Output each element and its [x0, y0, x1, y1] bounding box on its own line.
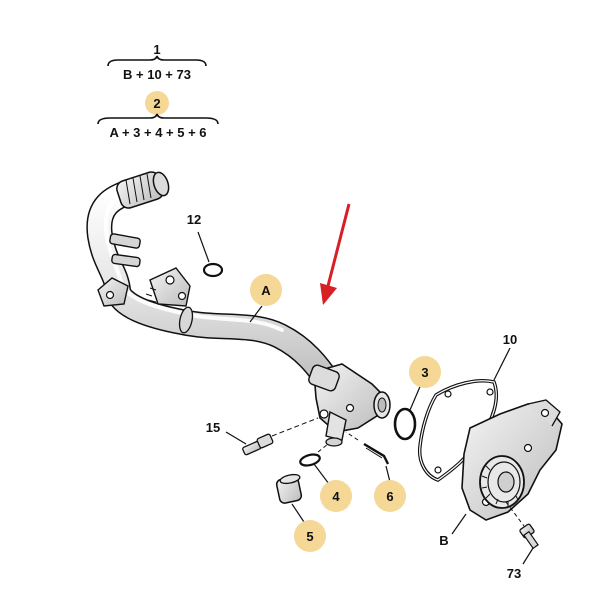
svg-text:6: 6: [386, 489, 393, 504]
red-direction-arrow: [320, 203, 351, 305]
hose-clamp-upper: [109, 233, 141, 249]
svg-text:5: 5: [306, 529, 313, 544]
hose-clamp-lower: [111, 253, 141, 268]
coolant-pipe-assembly: [86, 171, 391, 447]
callout-73: 73: [507, 566, 521, 581]
part-12-clip-ring: [197, 231, 224, 278]
callout-12: 12: [187, 212, 201, 227]
callout-5: 5: [294, 520, 326, 552]
part-73-pump-bolt: [505, 501, 539, 565]
part-10-pump-gasket: [417, 347, 511, 482]
water-pump-body: [451, 399, 563, 535]
pipe-mounting-bracket-upper: [145, 267, 191, 307]
part-5-plug: [275, 473, 305, 523]
legend-group-2-brace: [97, 113, 219, 125]
pump-pulley: [479, 455, 525, 509]
callout-A: A: [249, 274, 282, 323]
pipe-mounting-bracket-left: [97, 277, 129, 307]
legend-group-1-brace: [107, 55, 207, 67]
part-4-seal-ring: [299, 443, 333, 489]
svg-text:3: 3: [421, 365, 428, 380]
part-15-stud-bolt: [225, 417, 319, 456]
legend-group-1-number: 1: [153, 42, 160, 57]
pipe-collar: [178, 306, 194, 334]
part-3-o-ring: [393, 381, 423, 441]
callout-4: 4: [320, 480, 352, 512]
legend-group-2-number: 2: [153, 96, 160, 111]
svg-text:4: 4: [332, 489, 340, 504]
callout-15: 15: [206, 420, 220, 435]
callout-6: 6: [374, 480, 406, 512]
legend-group-1-formula: B + 10 + 73: [123, 67, 191, 82]
water-outlet-housing: [308, 363, 391, 447]
legend-group-2-formula: A + 3 + 4 + 5 + 6: [109, 125, 206, 140]
legend-group-2-highlight: [145, 91, 169, 115]
corrugated-hose-end: [116, 171, 170, 209]
callout-B: B: [439, 533, 448, 548]
part-6-clip: [345, 431, 391, 483]
legend-group-2: 2 A + 3 + 4 + 5 + 6: [97, 91, 219, 140]
callout-3: 3: [409, 356, 441, 388]
legend-group-1: 1 B + 10 + 73: [107, 42, 207, 82]
svg-text:A: A: [261, 283, 271, 298]
callout-10: 10: [503, 332, 517, 347]
